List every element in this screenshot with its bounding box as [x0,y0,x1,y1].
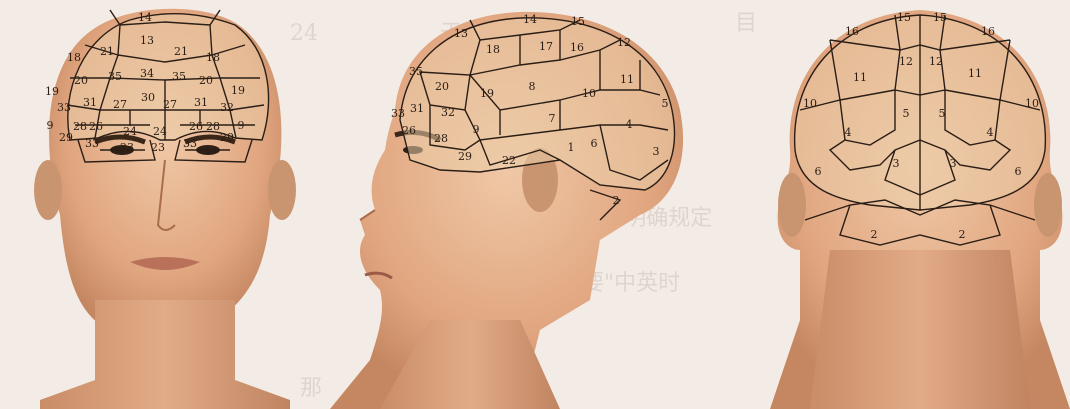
back-label: 11 [853,71,867,84]
side-label: 11 [620,73,634,86]
side-label: 26 [402,124,416,137]
svg-text:24: 24 [290,21,318,46]
front-label: 29 [220,131,234,144]
front-label: 31 [194,96,208,109]
back-label: 16 [845,25,859,38]
front-label: 33 [57,101,71,114]
side-label: 10 [582,87,596,100]
front-label: 18 [67,51,81,64]
side-label: 19 [480,87,494,100]
side-label: 22 [502,154,516,167]
side-label: 32 [441,106,455,119]
front-label: 24 [123,125,137,138]
back-label: 15 [897,11,911,24]
front-label: 28 [206,120,220,133]
back-label: 5 [903,107,910,120]
side-label: 9 [473,123,480,136]
side-label: 16 [570,41,584,54]
front-label: 23 [120,141,134,154]
front-head [34,9,296,409]
back-label: 10 [1025,97,1039,110]
front-label: 31 [83,96,97,109]
back-label: 4 [845,126,852,139]
side-label: 20 [435,80,449,93]
back-head [770,10,1070,409]
side-label: 33 [391,107,405,120]
side-label: 18 [486,43,500,56]
back-label: 3 [893,157,900,170]
front-label: 20 [199,74,213,87]
front-label: 13 [140,34,154,47]
front-label: 9 [47,119,54,132]
back-label: 15 [933,11,947,24]
back-label: 2 [959,228,966,241]
back-label: 12 [899,55,913,68]
front-label: 21 [174,45,188,58]
front-label: 35 [108,70,122,83]
back-label: 3 [950,157,957,170]
front-label: 33 [183,137,197,150]
front-label: 29 [59,131,73,144]
front-label: 18 [206,51,220,64]
front-label: 28 [73,120,87,133]
back-label: 6 [815,165,822,178]
side-head [330,12,683,409]
side-label: 2 [613,194,620,207]
side-label: 1 [568,141,575,154]
front-label: 20 [74,74,88,87]
side-label: 6 [591,137,598,150]
back-label: 4 [987,126,994,139]
front-label: 27 [113,98,127,111]
front-label: 19 [45,85,59,98]
back-label: 10 [803,97,817,110]
side-label: 3 [653,145,660,158]
side-label: 29 [458,150,472,163]
back-label: 6 [1015,165,1022,178]
side-label: 8 [529,80,536,93]
front-label: 27 [163,98,177,111]
svg-text:那: 那 [300,376,322,401]
side-label: 31 [410,102,424,115]
back-label: 11 [968,67,982,80]
front-label: 24 [153,125,167,138]
side-label: 7 [549,112,556,125]
back-label: 16 [981,25,995,38]
front-label: 14 [138,11,152,24]
front-label: 9 [238,119,245,132]
front-label: 19 [231,84,245,97]
front-label: 26 [189,120,203,133]
side-label: 5 [662,97,669,110]
front-label: 23 [151,141,165,154]
side-label: 4 [626,118,633,131]
side-label: 15 [571,15,585,28]
front-label: 30 [141,91,155,104]
front-label: 21 [100,45,114,58]
front-label: 26 [89,120,103,133]
front-label: 34 [140,67,154,80]
side-label: 13 [454,27,468,40]
back-label: 5 [939,107,946,120]
back-label: 2 [871,228,878,241]
front-label: 33 [85,137,99,150]
svg-text:目: 目 [735,11,757,36]
side-label: 14 [523,13,537,26]
back-label: 12 [929,55,943,68]
front-label: 35 [172,70,186,83]
side-label: 35 [409,65,423,78]
side-label: 12 [617,36,631,49]
side-label: 17 [539,40,553,53]
side-label: 28 [434,132,448,145]
front-label: 32 [220,101,234,114]
